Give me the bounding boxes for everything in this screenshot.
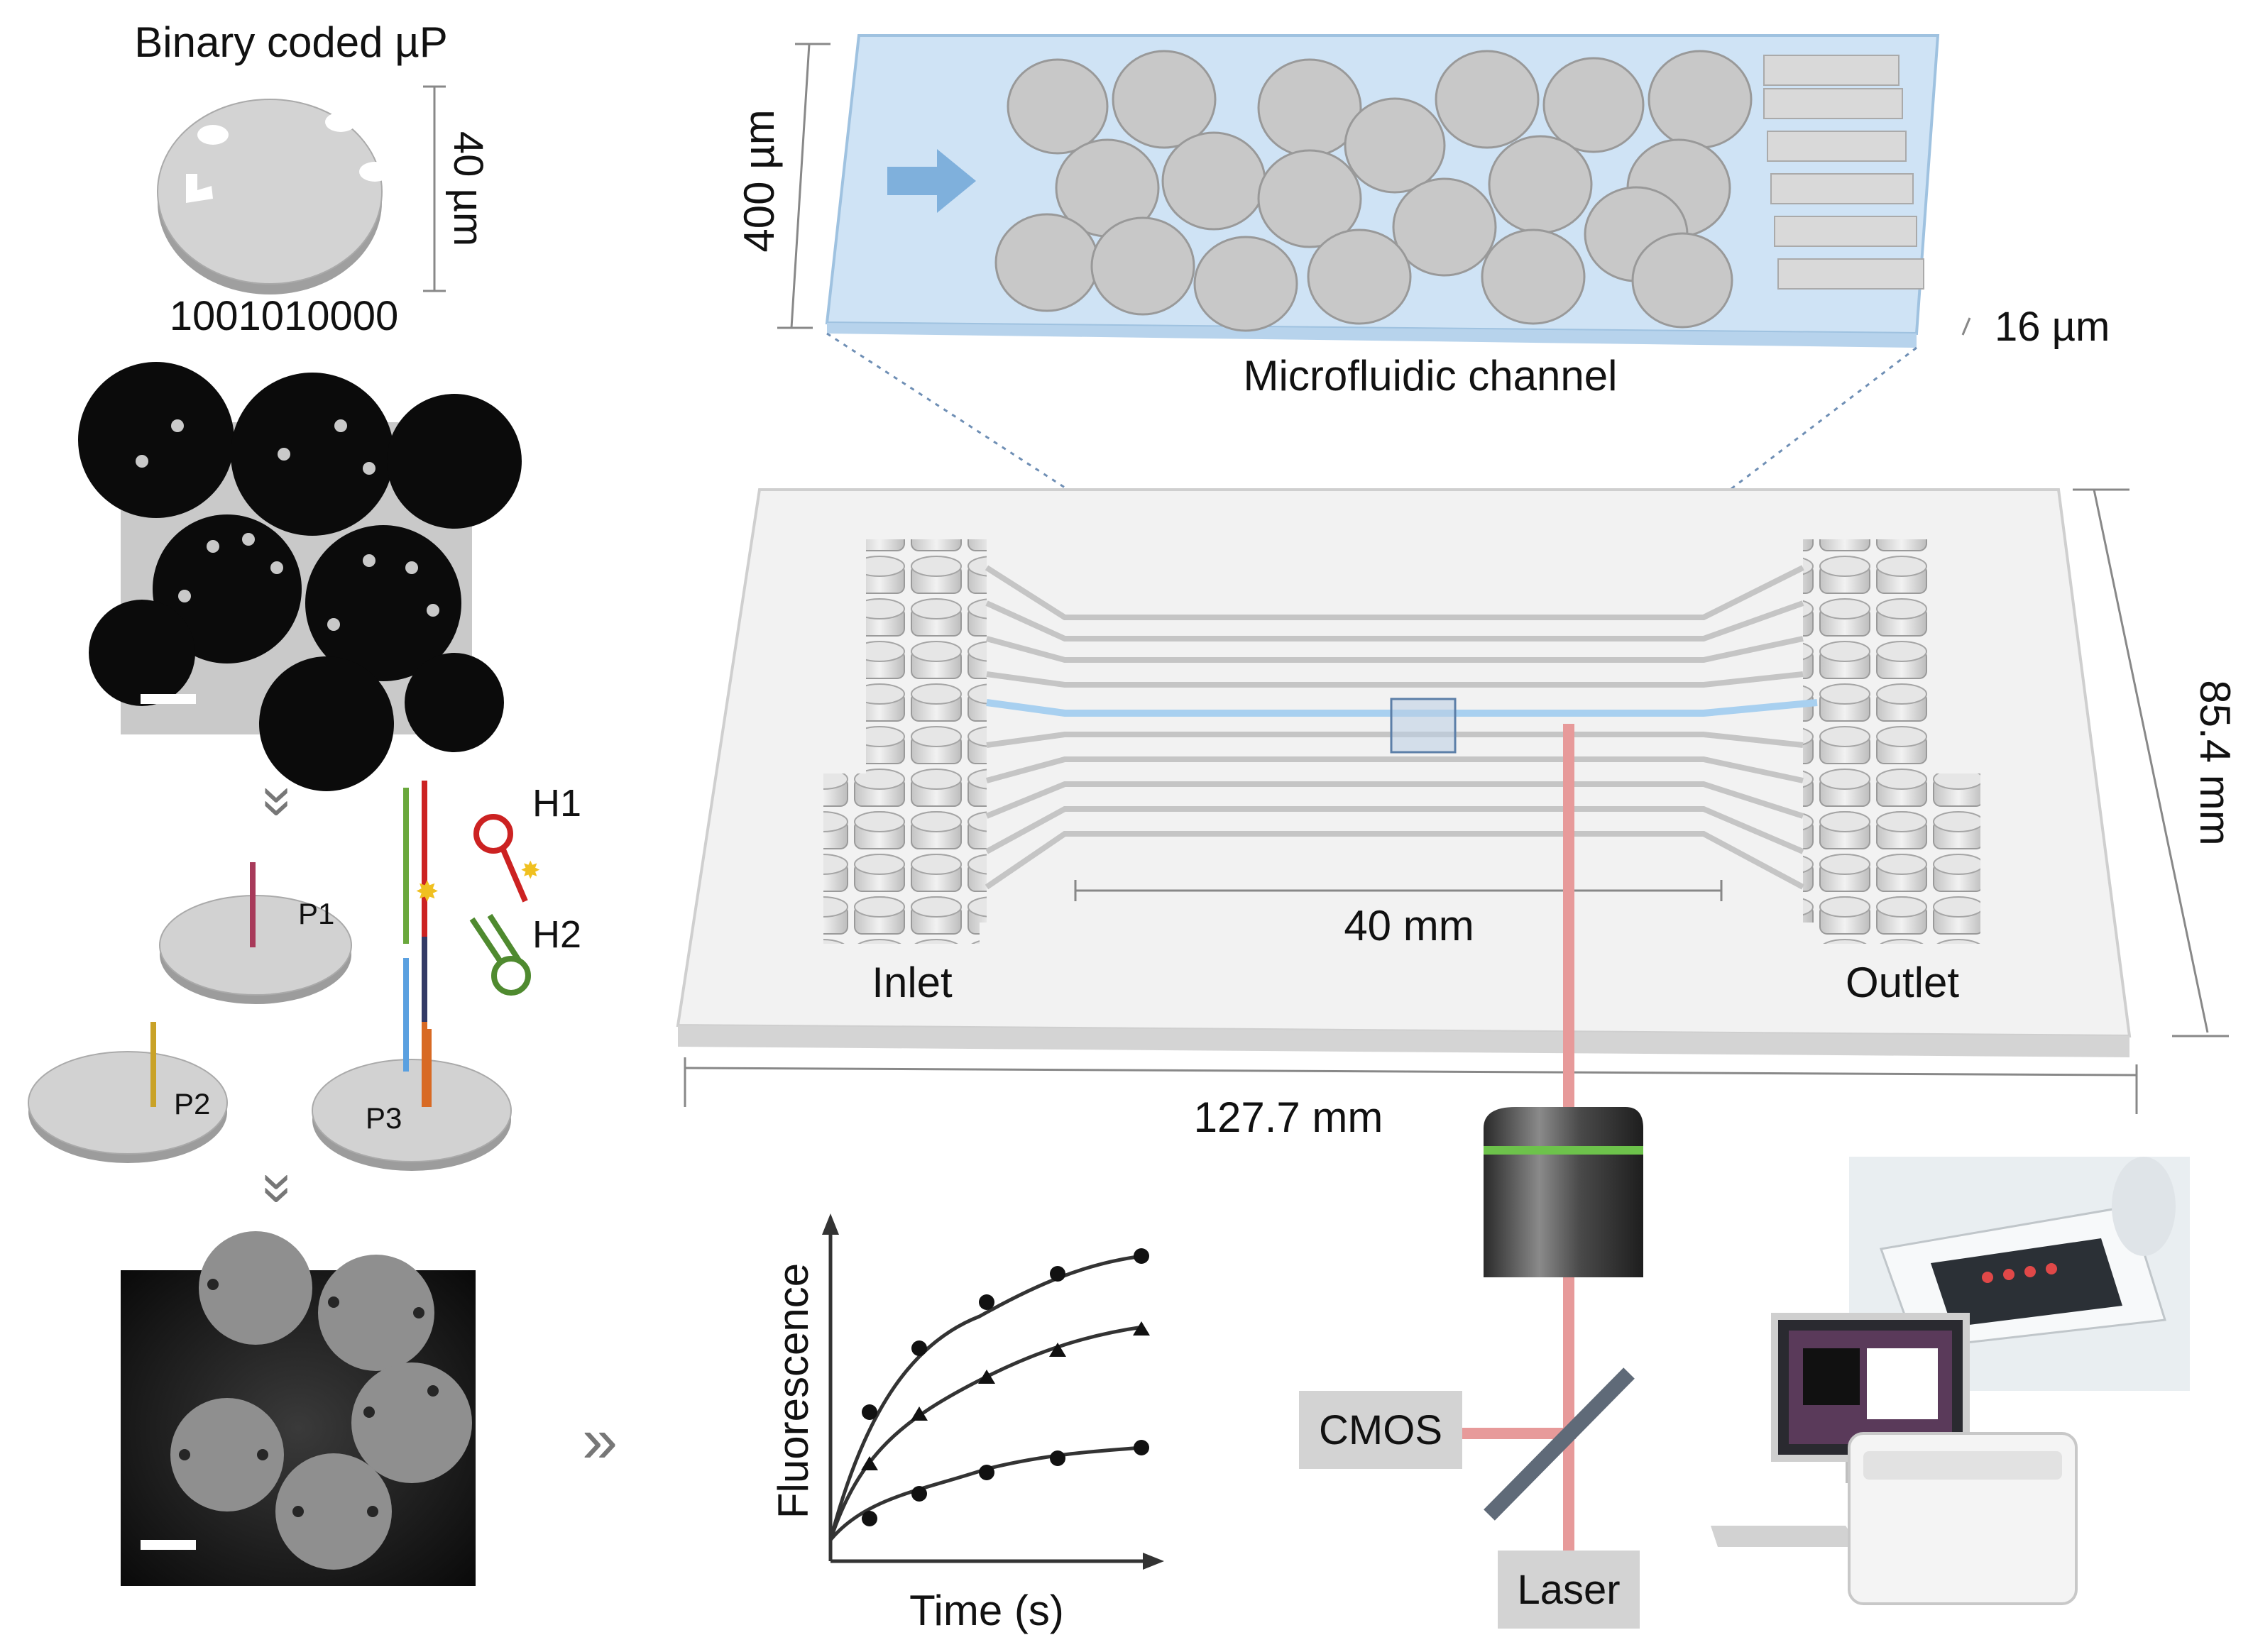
chevron-right-icon: »: [582, 1405, 618, 1476]
label-p2: P2: [174, 1087, 210, 1120]
instrument-photo: [1711, 1157, 2190, 1605]
microfluidic-chip: 40 mm Inlet Outlet 127.7 mm 85.4 mm: [676, 488, 2239, 1141]
label-p3: P3: [366, 1101, 402, 1135]
keyboard: [1711, 1526, 1860, 1547]
probe-particles: P1 P2 P3 ✸ ✸ H1: [28, 781, 581, 1171]
laser-beam: [1563, 724, 1574, 1121]
microfluidic-channel-panel: 400 µm 16 µm Microfluidic channel: [735, 34, 2110, 400]
scale-bar: [141, 694, 196, 704]
hairpin-h2: [469, 913, 531, 996]
channel-height-label: 400 µm: [735, 109, 783, 252]
spark-icon: ✸: [415, 876, 439, 908]
laser-box: [1498, 1551, 1640, 1629]
probe-strand-p2: [150, 1022, 156, 1107]
spark-icon: ✸: [520, 857, 541, 884]
cmos-label: CMOS: [1319, 1407, 1442, 1453]
outlet-label: Outlet: [1846, 959, 1959, 1006]
hcr-duplex: ✸: [403, 781, 439, 1107]
particle-title: Binary coded µP: [134, 18, 447, 66]
cmos-box: [1299, 1391, 1462, 1469]
chip-depth-label: 85.4 mm: [2191, 680, 2239, 845]
label-h2: H2: [532, 913, 581, 956]
channel-lines: [985, 565, 1804, 890]
particle-p2: P2: [28, 1022, 228, 1163]
label-h1: H1: [532, 782, 581, 825]
particle-code: 1001010000: [170, 293, 399, 339]
inlet-wells: [823, 539, 987, 944]
channel-length-label: 40 mm: [1344, 902, 1474, 949]
curve-mid: [828, 1325, 1144, 1541]
fluorescence-image: [121, 1231, 476, 1586]
channel-title: Microfluidic channel: [1244, 352, 1618, 400]
inlet-label: Inlet: [872, 959, 953, 1006]
curve-low: [829, 1446, 1144, 1541]
particle-size-label: 40 µm: [445, 131, 491, 246]
chevron-down-icon: »: [249, 786, 312, 818]
binary-coded-particle-panel: Binary coded µP 40 µm 1001010000: [134, 18, 491, 339]
brightfield-image: [78, 362, 522, 791]
chip-width-label: 127.7 mm: [1194, 1094, 1383, 1141]
plot-xlabel: Time (s): [909, 1587, 1064, 1634]
particle-p3: P3: [312, 1029, 512, 1171]
laser-label: Laser: [1517, 1567, 1620, 1613]
label-p1: P1: [298, 897, 334, 930]
objective-lens: [1484, 1107, 1643, 1277]
particle-p1: P1: [159, 862, 352, 1004]
hairpin-h1: ✸: [473, 814, 541, 903]
pillar-array: [1763, 55, 1924, 290]
highlighted-channel: [986, 699, 1818, 717]
plot-ylabel: Fluorescence: [769, 1263, 817, 1519]
curve-top: [828, 1254, 1144, 1541]
chevron-down-icon: »: [249, 1173, 312, 1205]
outlet-wells: [1803, 539, 1980, 944]
flow-arrow-icon: [887, 149, 976, 213]
dichroic-mirror: [1484, 1367, 1635, 1521]
probe-strand-p1: [250, 862, 256, 947]
probe-strand-p3: [426, 1029, 432, 1107]
zoom-region: [1390, 698, 1457, 754]
particle-disks: [994, 50, 1753, 332]
channel-depth-label: 16 µm: [1995, 304, 2110, 350]
kinetics-plot: Fluorescence Time (s): [769, 1213, 1164, 1634]
laser-beam-to-camera: [1462, 1428, 1576, 1439]
scale-bar: [141, 1540, 196, 1550]
laser-beam-lower: [1563, 1277, 1574, 1561]
optics-setup: CMOS Laser: [1299, 724, 1643, 1629]
